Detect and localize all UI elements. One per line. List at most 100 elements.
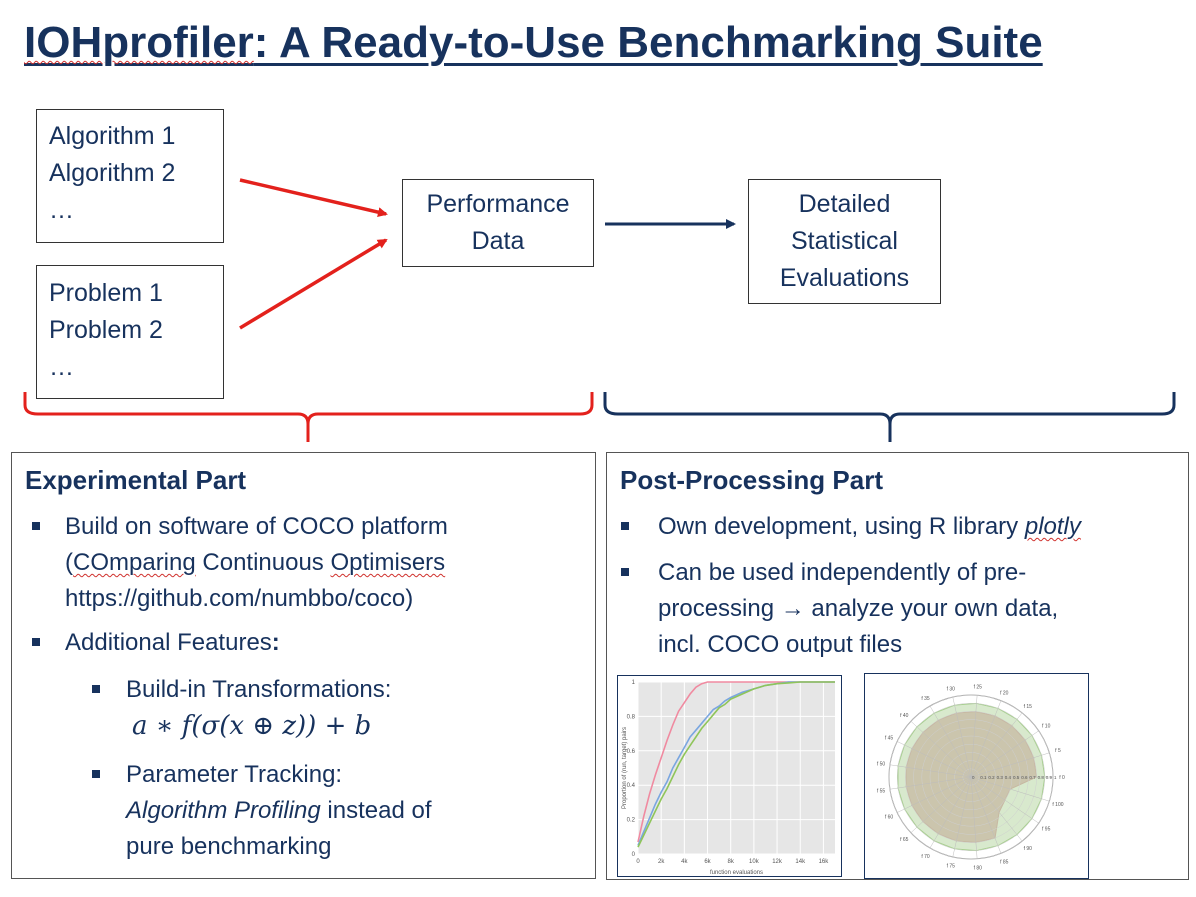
algorithm-item: Algorithm 1 [49,122,176,150]
angular-gridline [889,764,972,778]
x-tick-label: 0 [636,859,640,865]
problem-item: Problem 2 [49,316,163,344]
angular-gridline [970,776,1002,854]
algorithm-item: Algorithm 2 [49,159,176,187]
x-tick-label: 10k [749,859,760,865]
angular-gridline [970,752,1050,778]
arrow-algorithms-to-data [239,178,388,218]
angular-label: f 20 [1000,690,1009,696]
bullet-text: Own development, using R library [658,513,1025,540]
x-tick-label: 6k [704,859,711,865]
x-tick-label: 16k [819,859,830,865]
angular-label: f 15 [1024,704,1033,710]
algorithms-box: Algorithm 1 Algorithm 2 … [36,109,224,243]
x-tick-label: 8k [728,859,735,865]
bullet-square-icon [621,568,629,576]
subbullet-parameter-tracking: Parameter Tracking: Algorithm Profiling … [92,757,432,865]
problem-item: Problem 1 [49,279,163,307]
postprocessing-brace [603,392,1176,442]
angular-label: f 10 [1042,724,1051,730]
subbullet-transformations: Build-in Transformations: [92,672,391,708]
bullet-text: Can be used independently of pre- [658,559,1027,586]
angular-label: f 80 [974,866,983,872]
radial-tick-label: 0.8 [1038,775,1045,780]
angular-gridline [970,776,1039,824]
angular-label: f 75 [947,864,956,870]
angular-label: f 90 [1024,846,1033,852]
performance-data-box: Performance Data [402,179,594,267]
experimental-bullet-coco: Build on software of COCO platform (COmp… [32,509,448,617]
statistical-evaluations-box: Detailed Statistical Evaluations [748,179,941,304]
angular-gridline [970,776,1050,802]
bullet-square-icon [32,638,40,646]
bullet-square-icon [32,522,40,530]
angular-gridline [970,730,1039,778]
experimental-part-panel: Experimental Part Build on software of C… [11,452,596,879]
radial-tick-label: 0.7 [1029,775,1036,780]
bullet-text: Build on software of COCO platform [65,513,448,540]
bullet-text: processing → analyze your own data, [658,595,1059,622]
angular-gridline [897,741,972,778]
angular-gridline [970,695,978,778]
angular-label: f 55 [877,789,886,795]
angular-gridline [910,776,972,833]
x-tick-label: 14k [795,859,806,865]
y-axis-title: Proportion of (run, target) pairs [622,727,628,809]
coco-link[interactable]: https://github.com/numbbo/coco) [65,585,414,612]
performance-line: Performance [426,190,570,218]
y-tick-label: 0.8 [627,714,636,720]
y-tick-label: 0.4 [627,783,636,789]
post-bullet-plotly: Own development, using R library plotly [621,509,1081,545]
angular-gridline [970,712,1023,778]
angular-gridline [929,705,972,778]
x-axis-title: function evaluations [710,870,763,876]
angular-gridline [970,776,1023,842]
angular-label: f 60 [885,814,894,820]
angular-gridline [910,721,972,778]
x-tick-label: 2k [658,859,665,865]
bullet-square-icon [92,685,100,693]
angular-label: f 30 [947,686,956,692]
title-rest: : A Ready-to-Use Benchmarking Suite [253,18,1043,67]
angular-label: f 0 [1059,775,1065,781]
radial-tick-label: 0.5 [1013,775,1020,780]
angular-label: f 65 [900,837,909,843]
experimental-brace [23,392,594,442]
angular-label: f 5 [1055,748,1061,754]
problems-box: Problem 1 Problem 2 … [36,265,224,399]
angular-gridline [952,776,972,857]
performance-line: Data [471,227,525,255]
post-bullet-independent: Can be used independently of pre- proces… [621,555,1058,663]
bullet-text: (COmparing Continuous Optimisers [65,545,448,581]
radial-tick-label: 0.3 [997,775,1004,780]
angular-label: f 45 [885,736,894,742]
radial-tick-label: 0.6 [1021,775,1028,780]
radar-chart-svg: f 0f 5f 10f 15f 20f 25f 30f 35f 40f 45f … [877,684,1065,872]
experimental-bullet-features: Additional Features: [32,625,280,661]
angular-gridline [889,776,972,790]
evaluations-line: Statistical [791,227,898,255]
postprocessing-heading: Post-Processing Part [620,465,883,495]
x-tick-label: 4k [681,859,688,865]
algorithm-item: … [49,196,74,224]
bullet-text-part: COmparing [73,549,196,576]
bullet-text-part: Continuous [195,549,331,576]
bullet-text-part: Optimisers [330,549,446,576]
angular-label: f 40 [900,713,909,719]
angular-label: f 95 [1042,826,1051,832]
series-line [637,681,835,848]
bullet-text: incl. COCO output files [658,631,903,658]
angular-gridline [970,700,1002,778]
evaluations-line: Detailed [798,190,891,218]
angular-label: f 70 [921,854,930,860]
bullet-text: pure benchmarking [126,833,332,860]
page-title: IOHprofiler: A Ready-to-Use Benchmarking… [24,18,1043,68]
bullet-text: Algorithm Profiling instead of [126,793,432,829]
y-tick-label: 0 [632,852,636,858]
bullet-text: Additional Features [65,629,272,656]
angular-gridline [952,697,972,778]
postprocessing-part-panel: Post-Processing Part Own development, us… [606,452,1189,880]
